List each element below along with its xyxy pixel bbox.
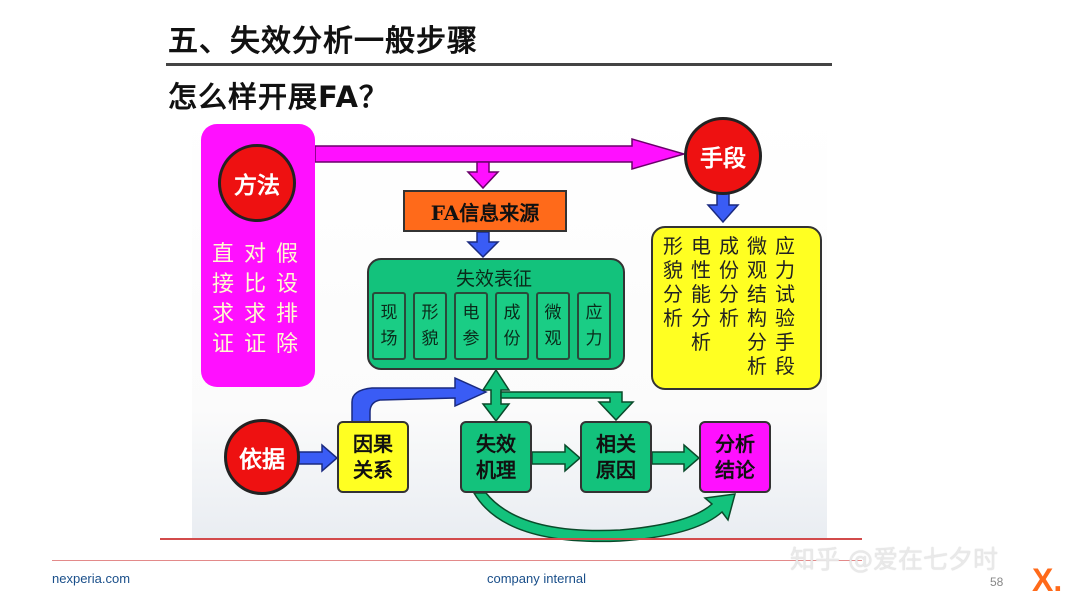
symptom-morphology: 形貌 xyxy=(413,292,447,360)
means-microstructure-analysis: 微观结构分析 xyxy=(747,234,767,378)
symptom-composition: 成份 xyxy=(495,292,529,360)
mechanism-to-conclusion-curve xyxy=(472,492,737,543)
means-stress-test: 应力试验手段 xyxy=(775,234,795,378)
means-composition-analysis: 成份分析 xyxy=(719,234,739,330)
symptom-microscopic: 微观 xyxy=(536,292,570,360)
fa-source-box: FA信息来源 xyxy=(403,190,567,232)
slide-title: 五、失效分析一般步骤 xyxy=(168,24,478,59)
means-box xyxy=(651,226,822,390)
means-morphology-analysis: 形貌分析 xyxy=(663,234,683,330)
symptom-to-related-cause-arrow xyxy=(500,391,635,422)
cause-relation-box: 因果关系 xyxy=(337,421,409,493)
method-to-means-arrow xyxy=(314,138,687,170)
slide-subtitle: 怎么样开展FA？ xyxy=(168,80,389,114)
failure-mechanism-box: 失效机理 xyxy=(460,421,532,493)
symptom-electrical: 电参 xyxy=(454,292,488,360)
basis-circle: 依据 xyxy=(224,419,300,495)
means-to-means-box-arrow xyxy=(706,192,740,224)
title-divider xyxy=(166,63,832,66)
page-number: 58 xyxy=(990,575,1004,589)
symptom-stress: 应力 xyxy=(577,292,611,360)
method-direct-proof: 直接求证 xyxy=(212,242,235,357)
method-circle: 方法 xyxy=(218,144,296,222)
symptom-mechanism-double-arrow xyxy=(481,368,511,423)
related-cause-to-conclusion-arrow xyxy=(651,443,701,473)
watermark: 知乎 @爱在七夕时 xyxy=(790,545,998,574)
analysis-conclusion-box: 分析结论 xyxy=(699,421,771,493)
means-circle: 手段 xyxy=(684,117,762,195)
symptom-site: 现场 xyxy=(372,292,406,360)
method-to-fa-source-arrow xyxy=(466,161,500,190)
footer-classification: company internal xyxy=(487,571,586,586)
means-electrical-analysis: 电性能分析 xyxy=(691,234,711,354)
footer-divider-red xyxy=(160,538,862,540)
fa-source-to-symptom-arrow xyxy=(466,231,500,259)
failure-symptom-title: 失效表征 xyxy=(455,268,532,290)
method-list: 直接求证 对比求证 假设排除 xyxy=(212,240,298,360)
cause-to-symptom-arrow xyxy=(351,376,488,423)
related-cause-box: 相关原因 xyxy=(580,421,652,493)
method-hypothesis-elimination: 假设排除 xyxy=(276,242,299,357)
mechanism-to-related-cause-arrow xyxy=(531,443,582,473)
footer-divider-thin xyxy=(52,560,862,561)
nexperia-logo: X. xyxy=(1032,562,1063,598)
footer-website: nexperia.com xyxy=(52,571,131,586)
means-list: 形貌分析 电性能分析 成份分析 微观结构分析 应力试验手段 xyxy=(663,234,795,378)
method-comparison-proof: 对比求证 xyxy=(244,242,267,357)
